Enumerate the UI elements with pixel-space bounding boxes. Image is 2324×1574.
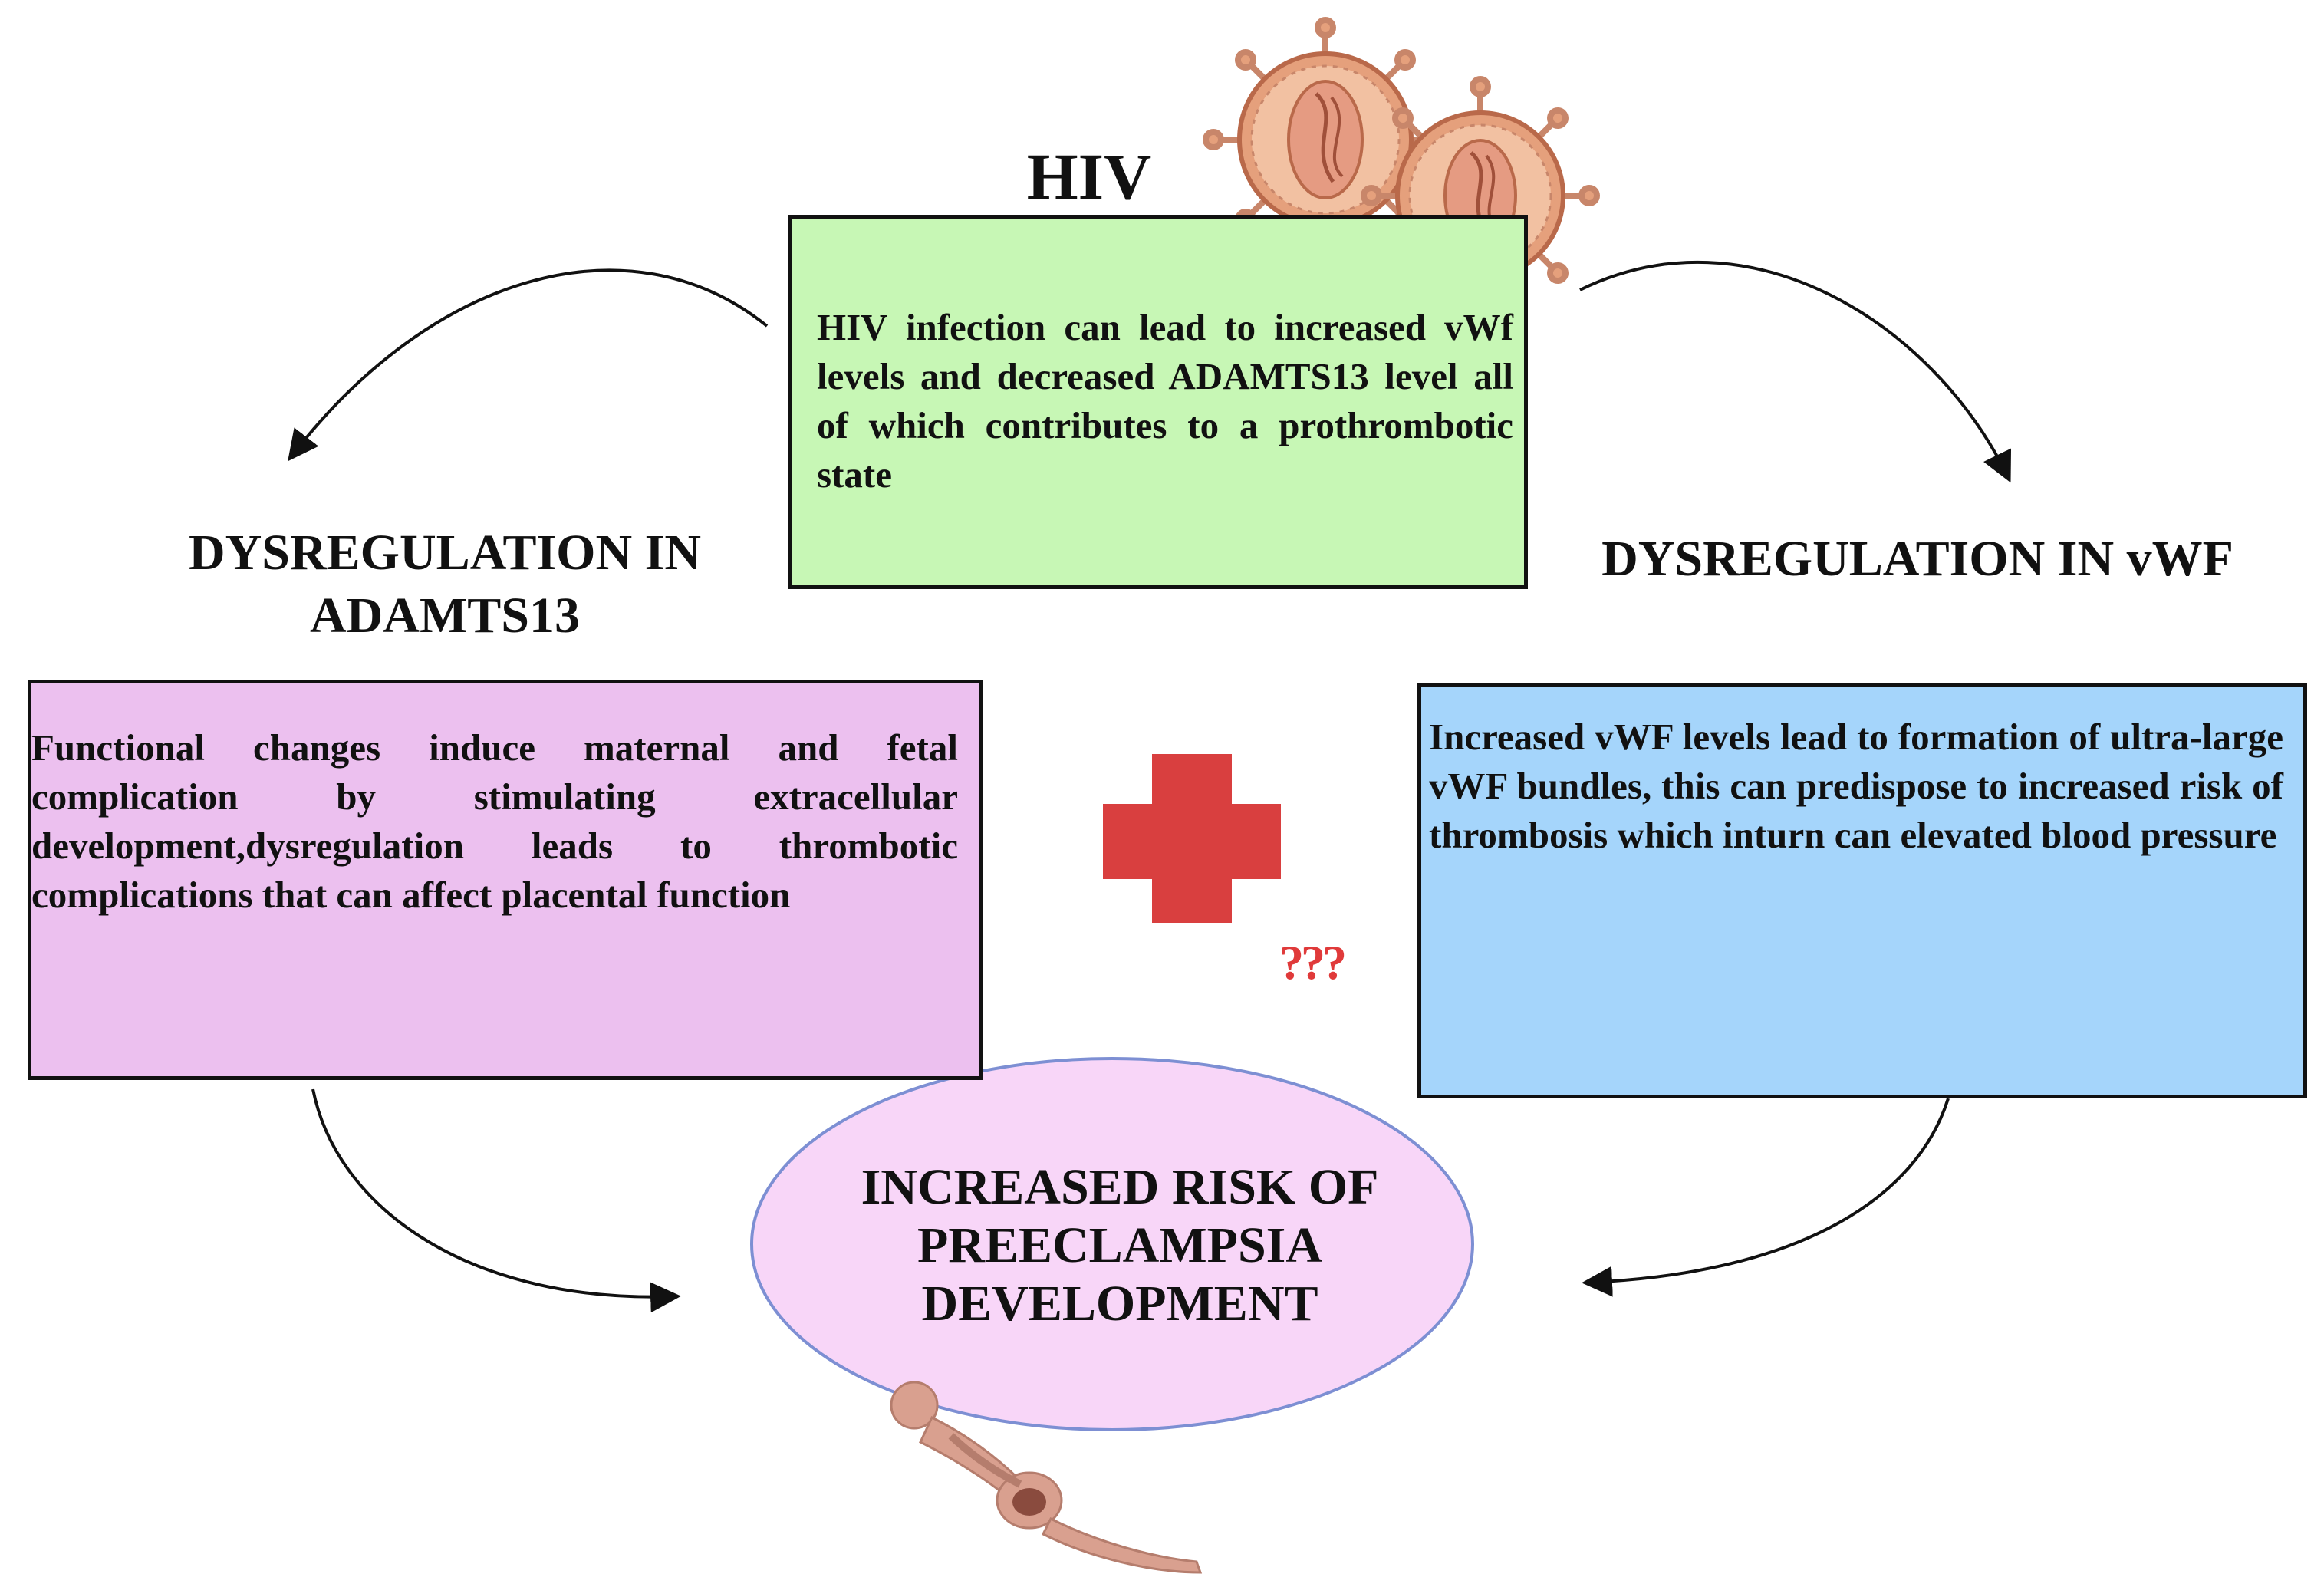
vwf-description-box: Increased vWF levels lead to formation o… [1417, 683, 2307, 1098]
plus-icon [1103, 754, 1281, 923]
hiv-title: HIV [1026, 140, 1152, 213]
question-marks: ??? [1279, 935, 1347, 990]
arrow-adamts13-to-outcome [311, 1088, 681, 1313]
adamts13-description: Functional changes induce maternal and f… [31, 726, 958, 916]
pregnant-woman-icon [890, 1381, 1203, 1574]
outcome-oval [750, 1057, 1474, 1431]
vwf-dysregulation-title: DYSREGULATION IN vWF [1601, 531, 2233, 587]
adamts13-dysregulation-title: DYSREGULATION IN ADAMTS13 [188, 525, 702, 644]
arrow-vwf-to-outcome [1582, 1098, 1950, 1297]
hiv-description-box: HIV infection can lead to increased vWf … [788, 215, 1528, 589]
arrow-hiv-to-vwf [1579, 261, 2012, 483]
adamts13-description-box: Functional changes induce maternal and f… [28, 680, 983, 1080]
outcome-text: INCREASED RISK OF PREECLAMPSIA DEVELOPME… [861, 1159, 1379, 1332]
vwf-description: Increased vWF levels lead to formation o… [1429, 716, 2283, 856]
arrow-hiv-to-adamts13 [288, 268, 769, 462]
hiv-description: HIV infection can lead to increased vWf … [817, 306, 1513, 496]
